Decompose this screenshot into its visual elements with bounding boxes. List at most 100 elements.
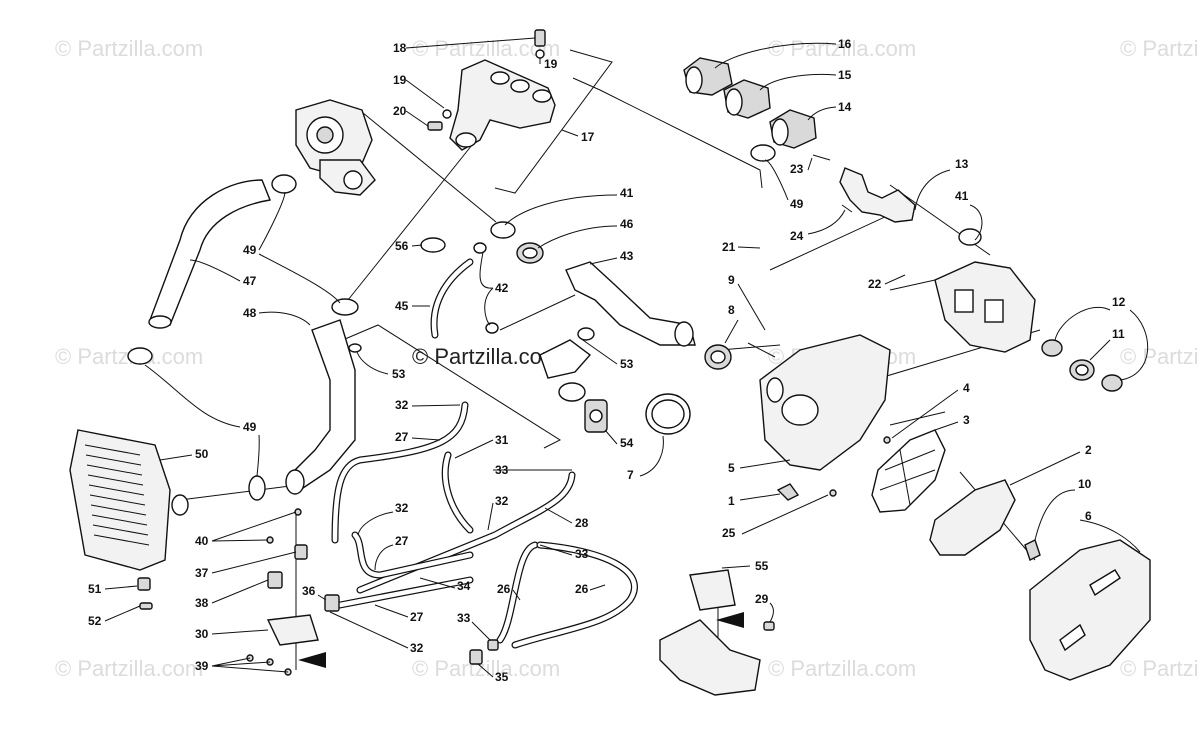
watermark: © Partzilla.com: [1120, 36, 1200, 61]
callout-label-c27a: 27: [395, 430, 409, 444]
throttle-bodies: [934, 228, 1123, 392]
callout-label-c32a: 32: [395, 398, 409, 412]
leader-line-c26a: [512, 589, 521, 601]
leader-line-c33c: [471, 621, 491, 641]
leader-line-c16: [714, 42, 837, 69]
leader-line-c21: [737, 246, 761, 249]
sensor-20: [427, 121, 443, 131]
leader-line-c23: [807, 157, 813, 171]
airbox-5: [747, 334, 891, 501]
outline-17-right: [572, 77, 763, 189]
leader-line-c20: [405, 110, 429, 127]
callout-label-c27c: 27: [410, 610, 424, 624]
callout-label-c34: 34: [457, 579, 471, 593]
leader-line-c52: [104, 605, 141, 622]
leader-line-c47: [189, 259, 241, 282]
callout-label-c23: 23: [790, 162, 804, 176]
leader-line-c32b: [487, 502, 494, 531]
hose-47-end: [148, 315, 172, 329]
callout-label-c45: 45: [395, 299, 409, 313]
turbo-hub: [316, 126, 334, 144]
cover-6: [1029, 539, 1151, 681]
watermark-center: © Partzilla.com: [412, 344, 560, 369]
leader-line-c14: [807, 106, 837, 121]
callout-label-c24: 24: [790, 229, 804, 243]
callout-label-c49b: 49: [243, 243, 257, 257]
callout-label-c20: 20: [393, 104, 407, 118]
callout-label-c5: 5: [728, 461, 735, 475]
leader-line-c50: [159, 454, 193, 461]
boot-16-mouth: [685, 66, 703, 94]
leader-lines: [104, 37, 1149, 678]
leader-line-c49b: [258, 191, 341, 304]
callout-label-c6: 6: [1085, 509, 1092, 523]
leader-line-c35: [477, 663, 494, 678]
callout-label-c27b: 27: [395, 534, 409, 548]
leader-line-c54: [604, 429, 618, 445]
line-plenum: [339, 144, 473, 311]
callout-label-c7: 7: [627, 468, 634, 482]
callout-label-c25: 25: [722, 526, 736, 540]
callout-label-c18: 18: [393, 41, 407, 55]
turbocharger: [295, 99, 376, 196]
leader-line-c6: [1079, 519, 1141, 553]
clamp-49: [248, 475, 266, 501]
line-42: [499, 294, 576, 331]
grommet-1: [776, 483, 800, 501]
cover-slot: [1059, 623, 1086, 652]
callout-label-c53a: 53: [392, 367, 406, 381]
front-arrow: [298, 652, 326, 668]
callout-label-c32d: 32: [410, 641, 424, 655]
valve-54-port: [589, 409, 603, 423]
leader-line-c41b: [969, 204, 983, 241]
housing-port-small: [766, 377, 784, 403]
line-22: [889, 279, 936, 291]
leader-line-c25: [741, 494, 829, 535]
callout-label-c11: 11: [1112, 327, 1125, 341]
coupler-8-hole: [710, 350, 726, 364]
screw-4: [883, 436, 891, 444]
callout-label-c43: 43: [620, 249, 634, 263]
sensor-18: [534, 29, 546, 47]
watermark: © Partzilla.com: [1120, 656, 1200, 681]
callout-label-c33a: 33: [495, 463, 509, 477]
callout-label-c28: 28: [575, 516, 589, 530]
line-turbo: [356, 107, 497, 223]
callout-label-c48: 48: [243, 306, 257, 320]
callout-label-c14: 14: [838, 100, 852, 114]
chassis-panel: [659, 619, 761, 696]
connector-35: [469, 649, 483, 665]
clamp-12: [1041, 339, 1063, 357]
leader-line-c48: [258, 311, 311, 326]
watermark: © Partzilla.com: [1120, 344, 1200, 369]
clamp-53: [577, 327, 595, 341]
hose-48-body: [289, 319, 356, 491]
leader-line-c11: [1089, 339, 1111, 361]
clamp-49: [331, 298, 359, 316]
line-intercooler: [179, 485, 291, 501]
leader-line-c12: [1054, 306, 1149, 381]
leader-line-c40: [211, 511, 297, 542]
callout-label-c53b: 53: [620, 357, 634, 371]
leader-line-c19a: [405, 79, 445, 109]
callout-label-c42: 42: [495, 281, 509, 295]
callout-label-c17: 17: [581, 130, 595, 144]
callout-label-c41b: 41: [955, 189, 969, 203]
bypass-valve: [348, 327, 608, 433]
leader-line-c49a: [764, 159, 789, 201]
hose-48: [248, 298, 359, 501]
coupler-11-hole: [1075, 364, 1089, 376]
leader-line-c39: [211, 657, 289, 673]
leader-line-c27b: [374, 544, 394, 571]
plenum-port: [510, 79, 530, 93]
callout-label-c12: 12: [1112, 295, 1126, 309]
clamp-42: [485, 322, 499, 334]
leader-line-c34: [419, 577, 456, 589]
boot-15-mouth: [725, 88, 743, 116]
callout-label-c1: 1: [728, 494, 735, 508]
screw-25: [829, 489, 837, 497]
callout-label-c19b: 19: [544, 57, 558, 71]
leader-line-c43: [589, 257, 618, 265]
